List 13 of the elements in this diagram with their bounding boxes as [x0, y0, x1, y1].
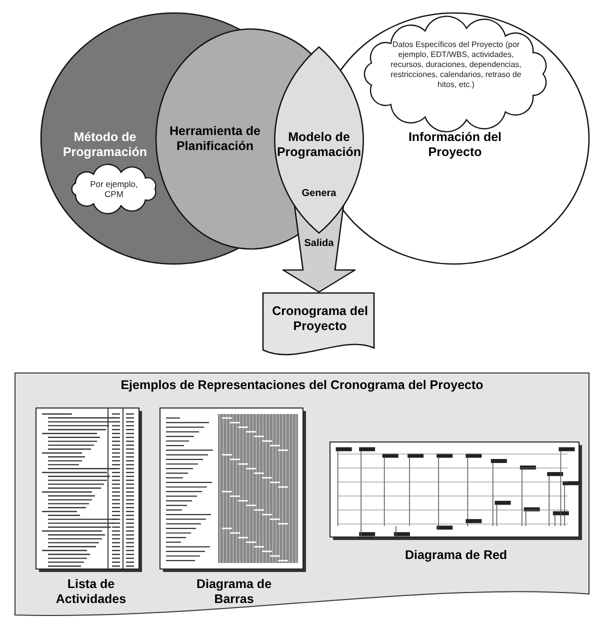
node-label: Ejemplos de Representaciones del Cronograma del Proyecto	[120, 378, 484, 393]
edge-label: Salida	[303, 237, 335, 251]
node-label: Diagrama de Barras	[195, 577, 273, 607]
node-note: Genera	[300, 187, 338, 201]
node-label: Diagrama de Red	[404, 548, 508, 563]
node-label: Lista de Actividades	[54, 577, 128, 607]
cloud-text: Datos Específicos del Proyecto (por ejemplo, EDT/WBS, actividades, recursos, duraciones, dependencias, restricciones, calendarios, retraso de hitos, etc.)	[390, 40, 522, 90]
node-label: Modelo de Programación	[276, 130, 362, 160]
cloud-text: Por ejemplo, CPM	[89, 179, 139, 199]
node-label: Método de Programación	[62, 130, 148, 160]
node-label: Cronograma del Proyecto	[271, 304, 369, 334]
node-label: Información del Proyecto	[407, 130, 503, 160]
node-label: Herramienta de Planificación	[168, 124, 262, 154]
